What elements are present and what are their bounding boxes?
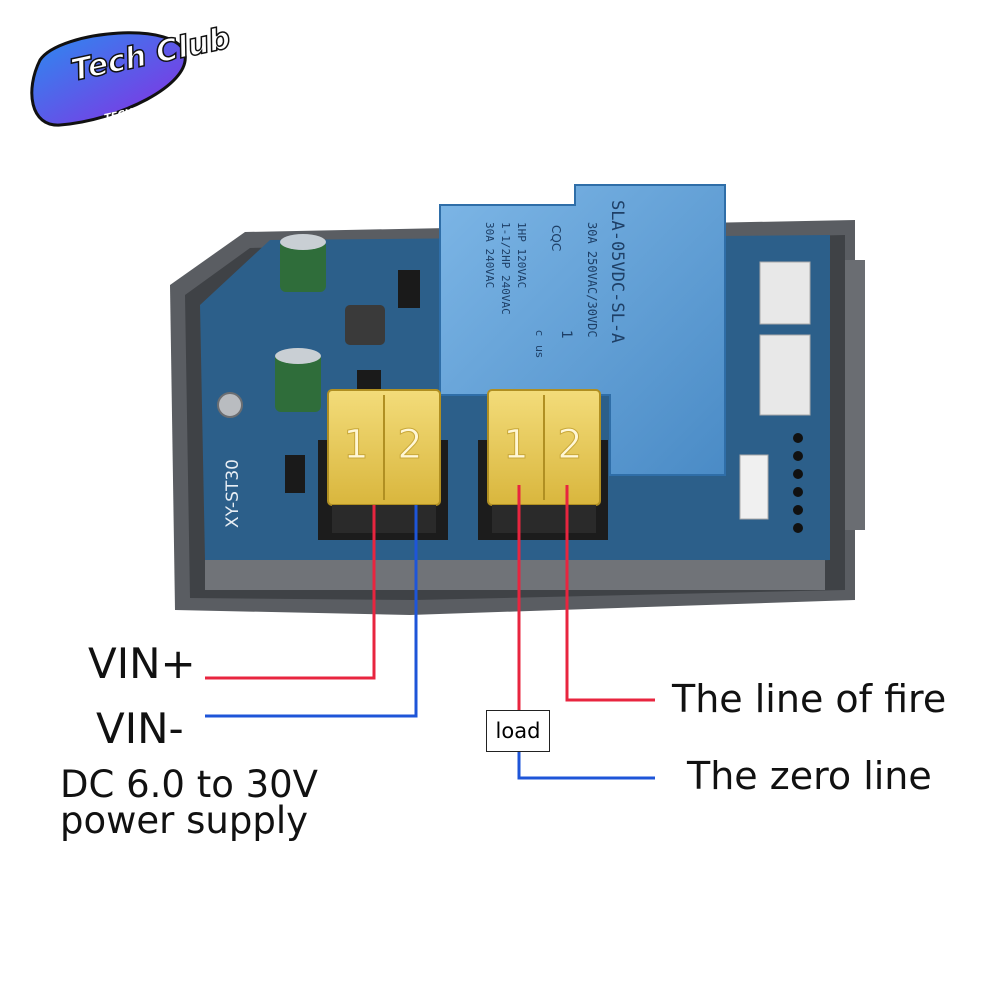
relay-cqc-mark: CQC <box>549 225 563 251</box>
capacitor-bottom <box>275 348 321 412</box>
inductor <box>345 305 385 345</box>
relay-rating-2: 1HP 120VAC <box>515 222 528 288</box>
terminal-number-1b: 1 <box>503 422 528 468</box>
terminal-number-1a: 1 <box>343 422 368 468</box>
power-supply-label-line1: DC 6.0 to 30V <box>60 763 318 806</box>
pin-header <box>793 433 803 533</box>
relay-rating-1: 30A 250VAC/30VDC <box>585 222 599 338</box>
relay-model-text: SLA-05VDC-SL-A <box>607 200 627 343</box>
load-box: load <box>486 710 550 752</box>
connector-middle <box>759 334 811 416</box>
terminal-block-right: 1 2 <box>478 389 608 540</box>
wire-vin-minus <box>205 505 418 718</box>
enclosure-bottom-edge <box>205 560 825 590</box>
chip-small <box>357 370 381 390</box>
diode-d2 <box>285 455 305 493</box>
diode-d4 <box>398 270 420 308</box>
pcb-components: XY-ST30 <box>217 234 811 533</box>
screw <box>217 392 243 418</box>
terminal-number-2a: 2 <box>397 422 422 468</box>
power-supply-label-line2: power supply <box>60 799 308 842</box>
relay-pin-mark: 1 <box>558 330 574 339</box>
tech-club-logo: Tech Club TECH CLUB <box>30 20 234 127</box>
wire-fire-line <box>565 485 655 702</box>
capacitor-top <box>280 234 326 292</box>
vin-minus-label: VIN- <box>96 704 184 753</box>
wiring <box>205 485 655 780</box>
board-model-label: XY-ST30 <box>223 459 243 528</box>
relay-c-mark: c <box>533 330 546 336</box>
fire-line-label: The line of fire <box>672 677 947 721</box>
vin-plus-label: VIN+ <box>88 639 196 688</box>
connector-top <box>759 261 811 325</box>
enclosure-side <box>845 260 865 530</box>
terminal-block-left: 1 2 <box>318 389 448 540</box>
relay-rating-3: 1-1/2HP 240VAC <box>499 222 512 315</box>
wire-zero-line <box>517 752 655 780</box>
connector-small <box>739 454 769 520</box>
wire-vin-plus <box>205 505 376 680</box>
relay-us-mark: us <box>533 345 546 358</box>
terminal-number-2b: 2 <box>557 422 582 468</box>
zero-line-label: The zero line <box>687 754 932 798</box>
relay-rating-4: 30A 240VAC <box>483 222 496 288</box>
